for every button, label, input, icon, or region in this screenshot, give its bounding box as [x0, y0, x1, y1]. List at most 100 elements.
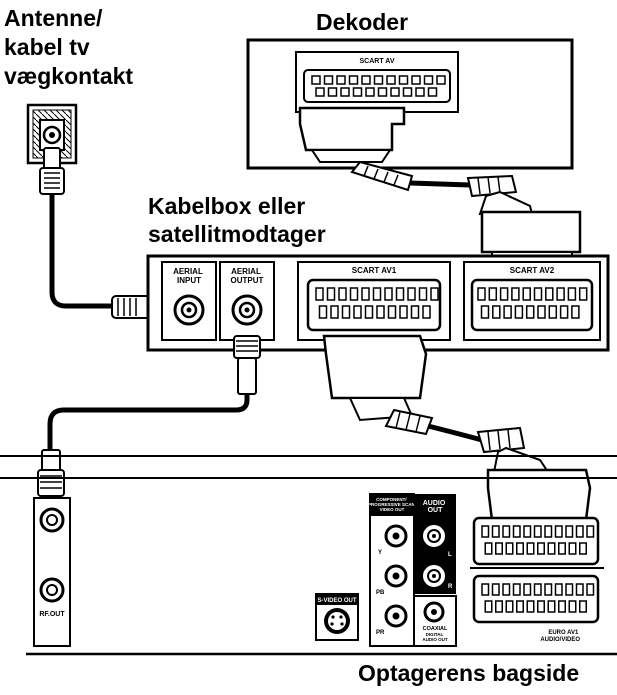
scart-pin — [512, 525, 521, 538]
scart-pin — [341, 305, 351, 319]
scart-plug-cablebox-av1 — [322, 334, 434, 436]
scart-pin — [361, 287, 370, 301]
scart-pin — [430, 287, 439, 301]
scart-pin — [492, 305, 501, 319]
rf-out-label: RF.OUT — [39, 611, 65, 618]
svg-text:DIGITAL AUDIO OUT: DIGITAL AUDIO OUT — [422, 632, 448, 642]
scart-pin — [315, 287, 324, 301]
scart-pin — [514, 305, 524, 319]
scart-pin — [545, 287, 554, 301]
scart-pin — [516, 600, 524, 613]
scart-pin — [579, 542, 587, 555]
scart-pin — [491, 583, 500, 596]
aerial-input-label: AERIAL INPUT — [173, 267, 205, 285]
scart-pin — [407, 287, 416, 301]
scart-pin — [348, 75, 359, 85]
scart-pin — [548, 305, 558, 319]
scart-pin — [480, 305, 490, 319]
scart-cable-decoder — [409, 180, 471, 188]
scart-pin — [499, 287, 509, 301]
rf-cable — [37, 335, 261, 515]
scart-av2-label: SCART AV2 — [510, 266, 555, 275]
scart-pin — [361, 75, 371, 85]
scart-pin — [402, 87, 413, 97]
scart-pin — [565, 525, 574, 538]
scart-pin — [559, 305, 569, 319]
scart-pin — [586, 583, 595, 596]
scart-pin — [575, 583, 584, 596]
svg-text:Y: Y — [378, 550, 382, 556]
scart-pin — [547, 542, 556, 555]
svg-text:PB: PB — [376, 590, 385, 596]
scart-pin — [422, 305, 431, 319]
scart-pin — [554, 525, 563, 538]
scart-pin — [544, 525, 553, 538]
scart-pins — [315, 287, 439, 319]
scart-pin — [533, 583, 542, 596]
scart-pin — [568, 600, 577, 613]
scart-pins — [481, 583, 595, 613]
scart-pin — [488, 287, 498, 301]
scart-pin — [340, 87, 350, 97]
scart-pin — [376, 305, 385, 319]
scart-pin — [556, 287, 565, 301]
aerial-output-label: AERIAL OUTPUT — [231, 267, 264, 285]
scart-plug-recorder — [476, 426, 592, 522]
scart-pin — [484, 542, 493, 555]
antenna-wall-socket-heading: Antenne/ kabel tv vægkontakt — [4, 5, 134, 89]
euro-av1-label: EURO AV1 AUDIO/VIDEO — [540, 630, 580, 643]
scart-pin — [537, 600, 545, 613]
scart-pin — [554, 583, 563, 596]
wall-socket — [26, 103, 78, 165]
scart-pin — [533, 287, 543, 301]
scart-pin — [336, 75, 346, 85]
scart-pin — [537, 305, 546, 319]
scart-pin — [503, 305, 512, 319]
scart-pin — [318, 305, 328, 319]
coaxial-label: COAXIAL — [423, 626, 448, 632]
svg-text:COMPONENT/ PROGRESSIVE S: COMPONENT/ PROGRESSIVE SCAN VIDEO OUT — [368, 497, 416, 512]
scart-pin — [522, 287, 531, 301]
scart-pin — [505, 542, 514, 555]
scart-pin — [411, 75, 421, 85]
scart-pin — [512, 583, 521, 596]
scart-pin — [315, 87, 325, 97]
scart-pin — [533, 525, 542, 538]
scart-pin — [415, 87, 425, 97]
scart-pin — [525, 305, 535, 319]
scart-pin — [477, 287, 486, 301]
scart-pin — [502, 525, 511, 538]
scart-pin — [568, 542, 577, 555]
scart-pin — [523, 583, 532, 596]
scart-pin — [495, 542, 503, 555]
scart-pin — [323, 75, 334, 85]
scart-pin — [390, 87, 400, 97]
scart-pin — [526, 600, 535, 613]
recorder-rear-panel: RF.OUT S-VIDEO OUT COMPONENT/ PROGRESSIV… — [0, 455, 617, 656]
scart-pin — [410, 305, 420, 319]
scart-pin — [544, 583, 553, 596]
scart-pin — [373, 75, 384, 85]
scart-pin — [399, 305, 408, 319]
scart-pin — [502, 583, 511, 596]
scart-pin — [491, 525, 500, 538]
scart-pin — [349, 287, 359, 301]
scart-pin — [505, 600, 514, 613]
svg-text:PR: PR — [376, 630, 385, 636]
scart-pin — [481, 525, 490, 538]
scart-pin — [511, 287, 520, 301]
scart-plug-cablebox-av2 — [466, 174, 582, 265]
scart-pin — [547, 600, 556, 613]
scart-pin — [364, 305, 374, 319]
decoder-scart-label: SCART AV — [360, 58, 395, 65]
scart-pin — [526, 542, 535, 555]
scart-pin — [352, 87, 363, 97]
recorder-rear-heading: Optagerens bagside — [358, 660, 580, 686]
scart-pin — [377, 87, 388, 97]
scart-pins — [477, 287, 588, 319]
scart-pin — [558, 542, 566, 555]
s-video-out-label: S-VIDEO OUT — [317, 598, 356, 604]
scart-pin — [338, 287, 347, 301]
svg-text:L: L — [448, 552, 452, 558]
